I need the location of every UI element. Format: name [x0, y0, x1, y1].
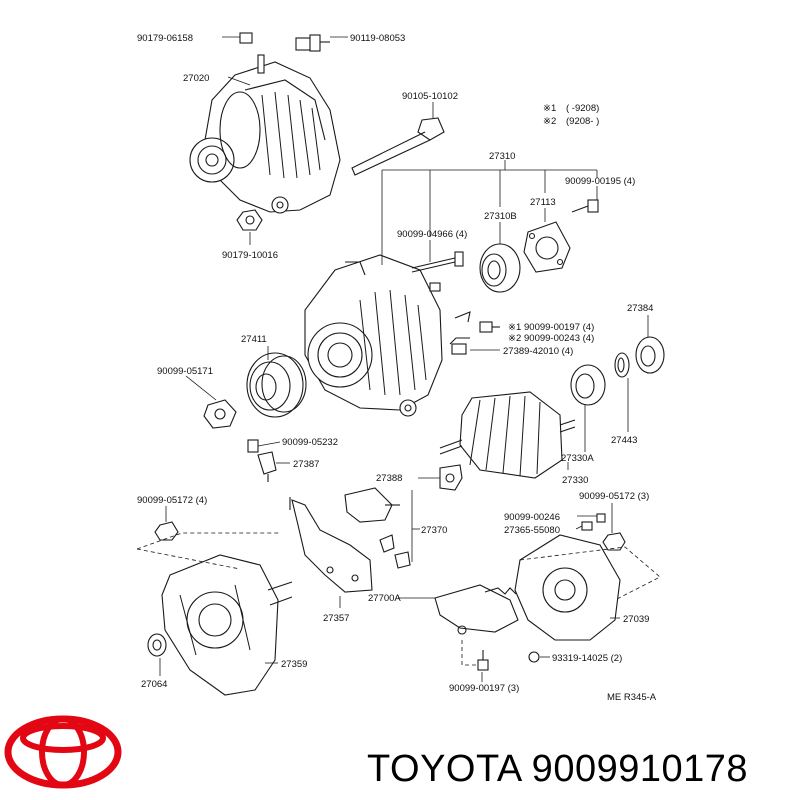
callout-2-mark: ※2 [508, 333, 521, 344]
note-1-range: ( -9208) [566, 103, 599, 114]
nut-90099-05172-3 [602, 532, 626, 551]
label-27389-42010: 27389-42010 (4) [503, 346, 573, 357]
label-27330A: 27330A [561, 453, 594, 464]
nut-90099-05171 [203, 399, 237, 429]
terminal-27389-42010 [449, 311, 471, 355]
label-27310B: 27310B [484, 211, 517, 222]
label-27384: 27384 [627, 303, 653, 314]
pulley-27411 [246, 352, 307, 418]
label-27443: 27443 [611, 435, 637, 446]
screw-90099-04966 [411, 251, 464, 273]
label-27113: 27113 [530, 197, 556, 208]
label-90099-00195: 90099-00195 (4) [565, 176, 635, 187]
label-90179-06158: 90179-06158 [137, 33, 193, 44]
label-27411: 27411 [241, 334, 267, 345]
label-27064: 27064 [141, 679, 167, 690]
label-27370: 27370 [421, 525, 447, 536]
callout-1-part: 90099-00197 (4) [524, 322, 594, 333]
label-90099-05172-3: 90099-05172 (3) [579, 491, 649, 502]
screw-90099-00246 [581, 513, 606, 531]
screw-90099-00197-3 [477, 650, 489, 671]
label-90099-00246: 90099-00246 [504, 512, 560, 523]
part-labels: 90179-06158 90119-08053 27020 90105-1010… [137, 33, 657, 703]
note-2-range: (9208- ) [566, 116, 599, 127]
label-90179-10016: 90179-10016 [222, 250, 278, 261]
note-1-label: ※1 [543, 103, 556, 114]
label-90099-04966: 90099-04966 (4) [397, 229, 467, 240]
alternator-assembly-top [189, 54, 341, 214]
label-27700A: 27700A [368, 593, 401, 604]
regulator-27700A [434, 584, 519, 635]
label-93319-14025: 93319-14025 (2) [552, 653, 622, 664]
rectifier-27357 [289, 497, 373, 593]
screw-93319-14025 [528, 651, 540, 663]
bearing-27310B [479, 243, 521, 293]
alternator-body-27310 [304, 254, 443, 417]
label-90099-05172-4: 90099-05172 (4) [137, 495, 207, 506]
assembly-dashed-lines [136, 532, 661, 666]
label-90099-00197-3: 90099-00197 (3) [449, 683, 519, 694]
callout-1-mark: ※1 [508, 322, 521, 333]
nut-27064 [147, 633, 167, 657]
retainer-plate-27113 [523, 221, 571, 273]
label-diagram-ref: ME R345-A [607, 692, 657, 703]
toyota-logo [4, 715, 122, 789]
label-27387: 27387 [293, 459, 319, 470]
brand-part-number: TOYOTA 9009910178 [367, 748, 748, 790]
label-27039: 27039 [623, 614, 649, 625]
bearing-27330A [570, 364, 606, 406]
label-27330: 27330 [562, 475, 588, 486]
screw-90099-00195 [571, 199, 599, 213]
label-90099-05232: 90099-05232 [282, 437, 338, 448]
terminal-27388 [439, 464, 463, 491]
leader-lines [159, 36, 649, 682]
nut-90099-05172-4 [154, 521, 179, 541]
label-27359: 27359 [281, 659, 307, 670]
label-27020: 27020 [183, 73, 209, 84]
callout-2-part: 90099-00243 (4) [524, 333, 594, 344]
brush-holder-27370 [344, 487, 413, 569]
screw-90099-00197-00243 [479, 321, 500, 333]
label-90105-10102: 90105-10102 [402, 91, 458, 102]
seal-27384 [635, 336, 665, 374]
rotor-27330 [439, 391, 576, 479]
nut-90179-10016 [236, 209, 263, 231]
bolt-90119-08053 [295, 34, 330, 52]
rear-cover-27039 [514, 534, 621, 641]
group-bracket-27310 [381, 160, 598, 265]
bolt-90105-10102 [351, 117, 445, 176]
connector-27387 [247, 439, 277, 482]
label-27357: 27357 [323, 613, 349, 624]
label-90119-08053: 90119-08053 [350, 33, 405, 44]
end-frame-27359 [161, 554, 293, 696]
label-27388: 27388 [376, 473, 402, 484]
label-90099-05171: 90099-05171 [157, 366, 213, 377]
note-2-label: ※2 [543, 116, 556, 127]
label-27310: 27310 [489, 151, 515, 162]
label-27365-55080: 27365-55080 [504, 525, 560, 536]
nut-90179-06158 [239, 32, 253, 44]
ring-27443 [614, 352, 630, 378]
